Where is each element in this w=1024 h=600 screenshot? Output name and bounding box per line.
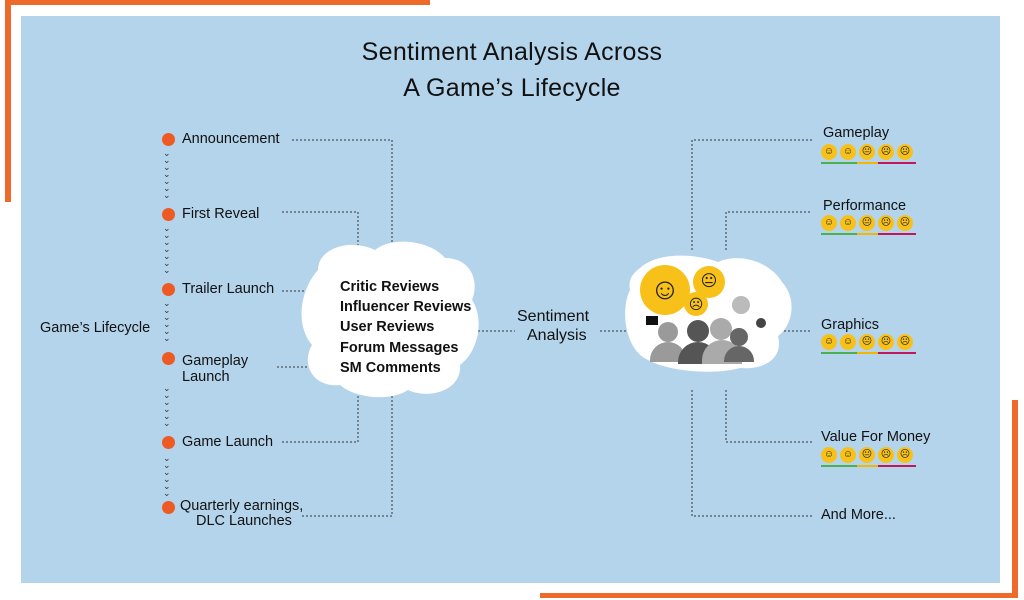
- happy-face-icon: ☺: [821, 334, 837, 350]
- happy-face-icon: ☺: [821, 144, 837, 160]
- rating-underline: [821, 233, 916, 235]
- speech-bubble-icon: [646, 316, 658, 325]
- neutral-face-icon: 😐: [859, 215, 875, 231]
- source-influencer-reviews: Influencer Reviews: [340, 299, 472, 315]
- frame-accent-top: [5, 0, 430, 5]
- rating-underline: [821, 465, 916, 467]
- stage-announcement: Announcement: [182, 131, 280, 147]
- sad-face-icon: ☹: [878, 215, 894, 231]
- sad-face-icon: ☹: [878, 447, 894, 463]
- timeline-dot: [162, 133, 175, 146]
- sad-face-icon: ☹: [878, 144, 894, 160]
- rating-faces: ☺ ☺ 😐 ☹ ☹: [821, 144, 913, 160]
- diagram-title-line1: Sentiment Analysis Across: [361, 38, 663, 66]
- sentiment-analysis-label-line2: Analysis: [527, 327, 587, 344]
- stage-game-launch: Game Launch: [182, 434, 274, 450]
- speech-bubble-icon: [756, 318, 766, 328]
- aspect-performance: Performance: [823, 198, 907, 214]
- stage-quarterly-line1: Quarterly earnings,: [180, 498, 304, 514]
- angry-face-icon: ☹: [897, 334, 913, 350]
- rating-underline: [821, 352, 916, 354]
- stage-gameplay-launch-line1: Gameplay: [182, 353, 249, 369]
- stage-quarterly-line2: DLC Launches: [196, 513, 292, 529]
- diagram-title-line2: A Game’s Lifecycle: [403, 74, 621, 102]
- timeline-dot: [162, 436, 175, 449]
- happy-face-icon: ☺: [821, 215, 837, 231]
- neutral-face-icon: 😐: [859, 447, 875, 463]
- aspect-value-for-money: Value For Money: [821, 429, 931, 445]
- aspect-and-more: And More...: [821, 507, 896, 523]
- chevron-down-icon: ⌄⌄⌄⌄⌄⌄: [163, 383, 171, 428]
- happy-face-icon: ☺: [840, 144, 856, 160]
- source-forum-messages: Forum Messages: [340, 340, 459, 356]
- diagram-panel: [21, 16, 1000, 583]
- timeline-dot: [162, 208, 175, 221]
- source-user-reviews: User Reviews: [340, 319, 435, 335]
- stage-first-reveal: First Reveal: [182, 206, 260, 222]
- chevron-down-icon: ⌄⌄⌄⌄⌄⌄: [163, 453, 171, 498]
- happy-face-icon: ☺: [840, 447, 856, 463]
- rating-faces: ☺ ☺ 😐 ☹ ☹: [821, 447, 913, 463]
- stage-gameplay-launch-line2: Launch: [182, 369, 230, 385]
- chevron-down-icon: ⌄⌄⌄⌄⌄⌄⌄: [163, 223, 171, 275]
- angry-face-icon: ☹: [897, 215, 913, 231]
- sad-face-icon: ☹: [684, 292, 708, 316]
- chevron-down-icon: ⌄⌄⌄⌄⌄⌄: [163, 298, 171, 343]
- frame-accent-bottom: [540, 593, 1018, 598]
- rating-underline: [821, 162, 916, 164]
- angry-face-icon: ☹: [897, 144, 913, 160]
- stage-trailer-launch: Trailer Launch: [182, 281, 275, 297]
- rating-faces: ☺ ☺ 😐 ☹ ☹: [821, 215, 913, 231]
- timeline-dot: [162, 352, 175, 365]
- aspect-gameplay: Gameplay: [823, 125, 890, 141]
- source-sm-comments: SM Comments: [340, 360, 441, 376]
- aspect-graphics: Graphics: [821, 317, 880, 333]
- angry-face-icon: ☹: [897, 447, 913, 463]
- sad-face-icon: ☹: [878, 334, 894, 350]
- lifecycle-label: Game’s Lifecycle: [40, 320, 151, 336]
- people-group-icon: [650, 296, 760, 366]
- frame-accent-right: [1012, 400, 1018, 598]
- chevron-down-icon: ⌄⌄⌄⌄⌄⌄⌄: [163, 148, 171, 200]
- timeline-dot: [162, 283, 175, 296]
- neutral-face-icon: 😐: [859, 144, 875, 160]
- timeline-dot: [162, 501, 175, 514]
- rating-faces: ☺ ☺ 😐 ☹ ☹: [821, 334, 913, 350]
- happy-face-icon: ☺: [640, 265, 690, 315]
- source-critic-reviews: Critic Reviews: [340, 279, 440, 295]
- happy-face-icon: ☺: [821, 447, 837, 463]
- frame-accent-left: [5, 0, 11, 202]
- neutral-face-icon: 😐: [859, 334, 875, 350]
- sentiment-analysis-label-line1: Sentiment: [517, 308, 590, 325]
- happy-face-icon: ☺: [840, 334, 856, 350]
- happy-face-icon: ☺: [840, 215, 856, 231]
